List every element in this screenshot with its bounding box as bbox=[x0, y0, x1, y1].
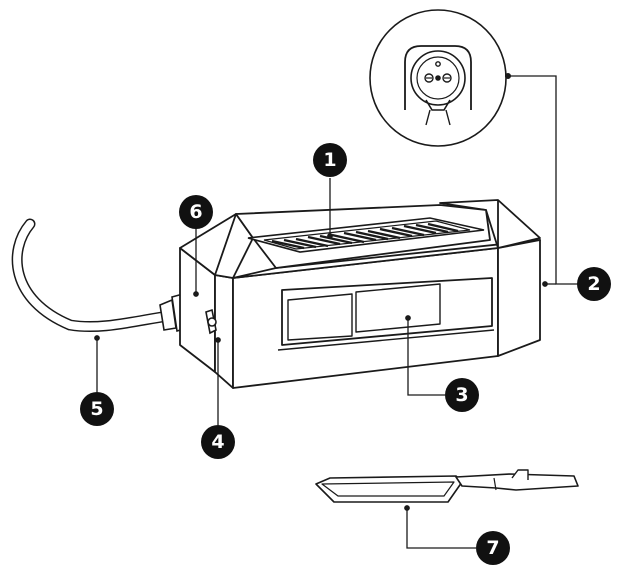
power-cord bbox=[11, 218, 174, 333]
leader-lines bbox=[94, 72, 578, 549]
callout-4: 4 bbox=[201, 425, 235, 459]
callout-2: 2 bbox=[577, 267, 611, 301]
grill-ridges bbox=[271, 222, 459, 250]
callout-6: 6 bbox=[179, 195, 213, 229]
callout-5-label: 5 bbox=[90, 398, 103, 420]
callout-5: 5 bbox=[80, 392, 114, 426]
power-switch bbox=[205, 308, 217, 335]
callout-4-label: 4 bbox=[211, 431, 224, 453]
callout-3: 3 bbox=[445, 378, 479, 412]
callout-1-label: 1 bbox=[323, 149, 336, 171]
callout-7: 7 bbox=[476, 531, 510, 565]
callout-3-label: 3 bbox=[455, 384, 468, 406]
raclette-pan bbox=[315, 469, 579, 503]
callout-7-label: 7 bbox=[486, 537, 499, 559]
socket-detail-inset bbox=[369, 9, 507, 147]
callout-2-label: 2 bbox=[587, 273, 600, 295]
callout-1: 1 bbox=[313, 143, 347, 177]
grill-plate bbox=[247, 217, 485, 253]
callout-6-label: 6 bbox=[189, 201, 202, 223]
